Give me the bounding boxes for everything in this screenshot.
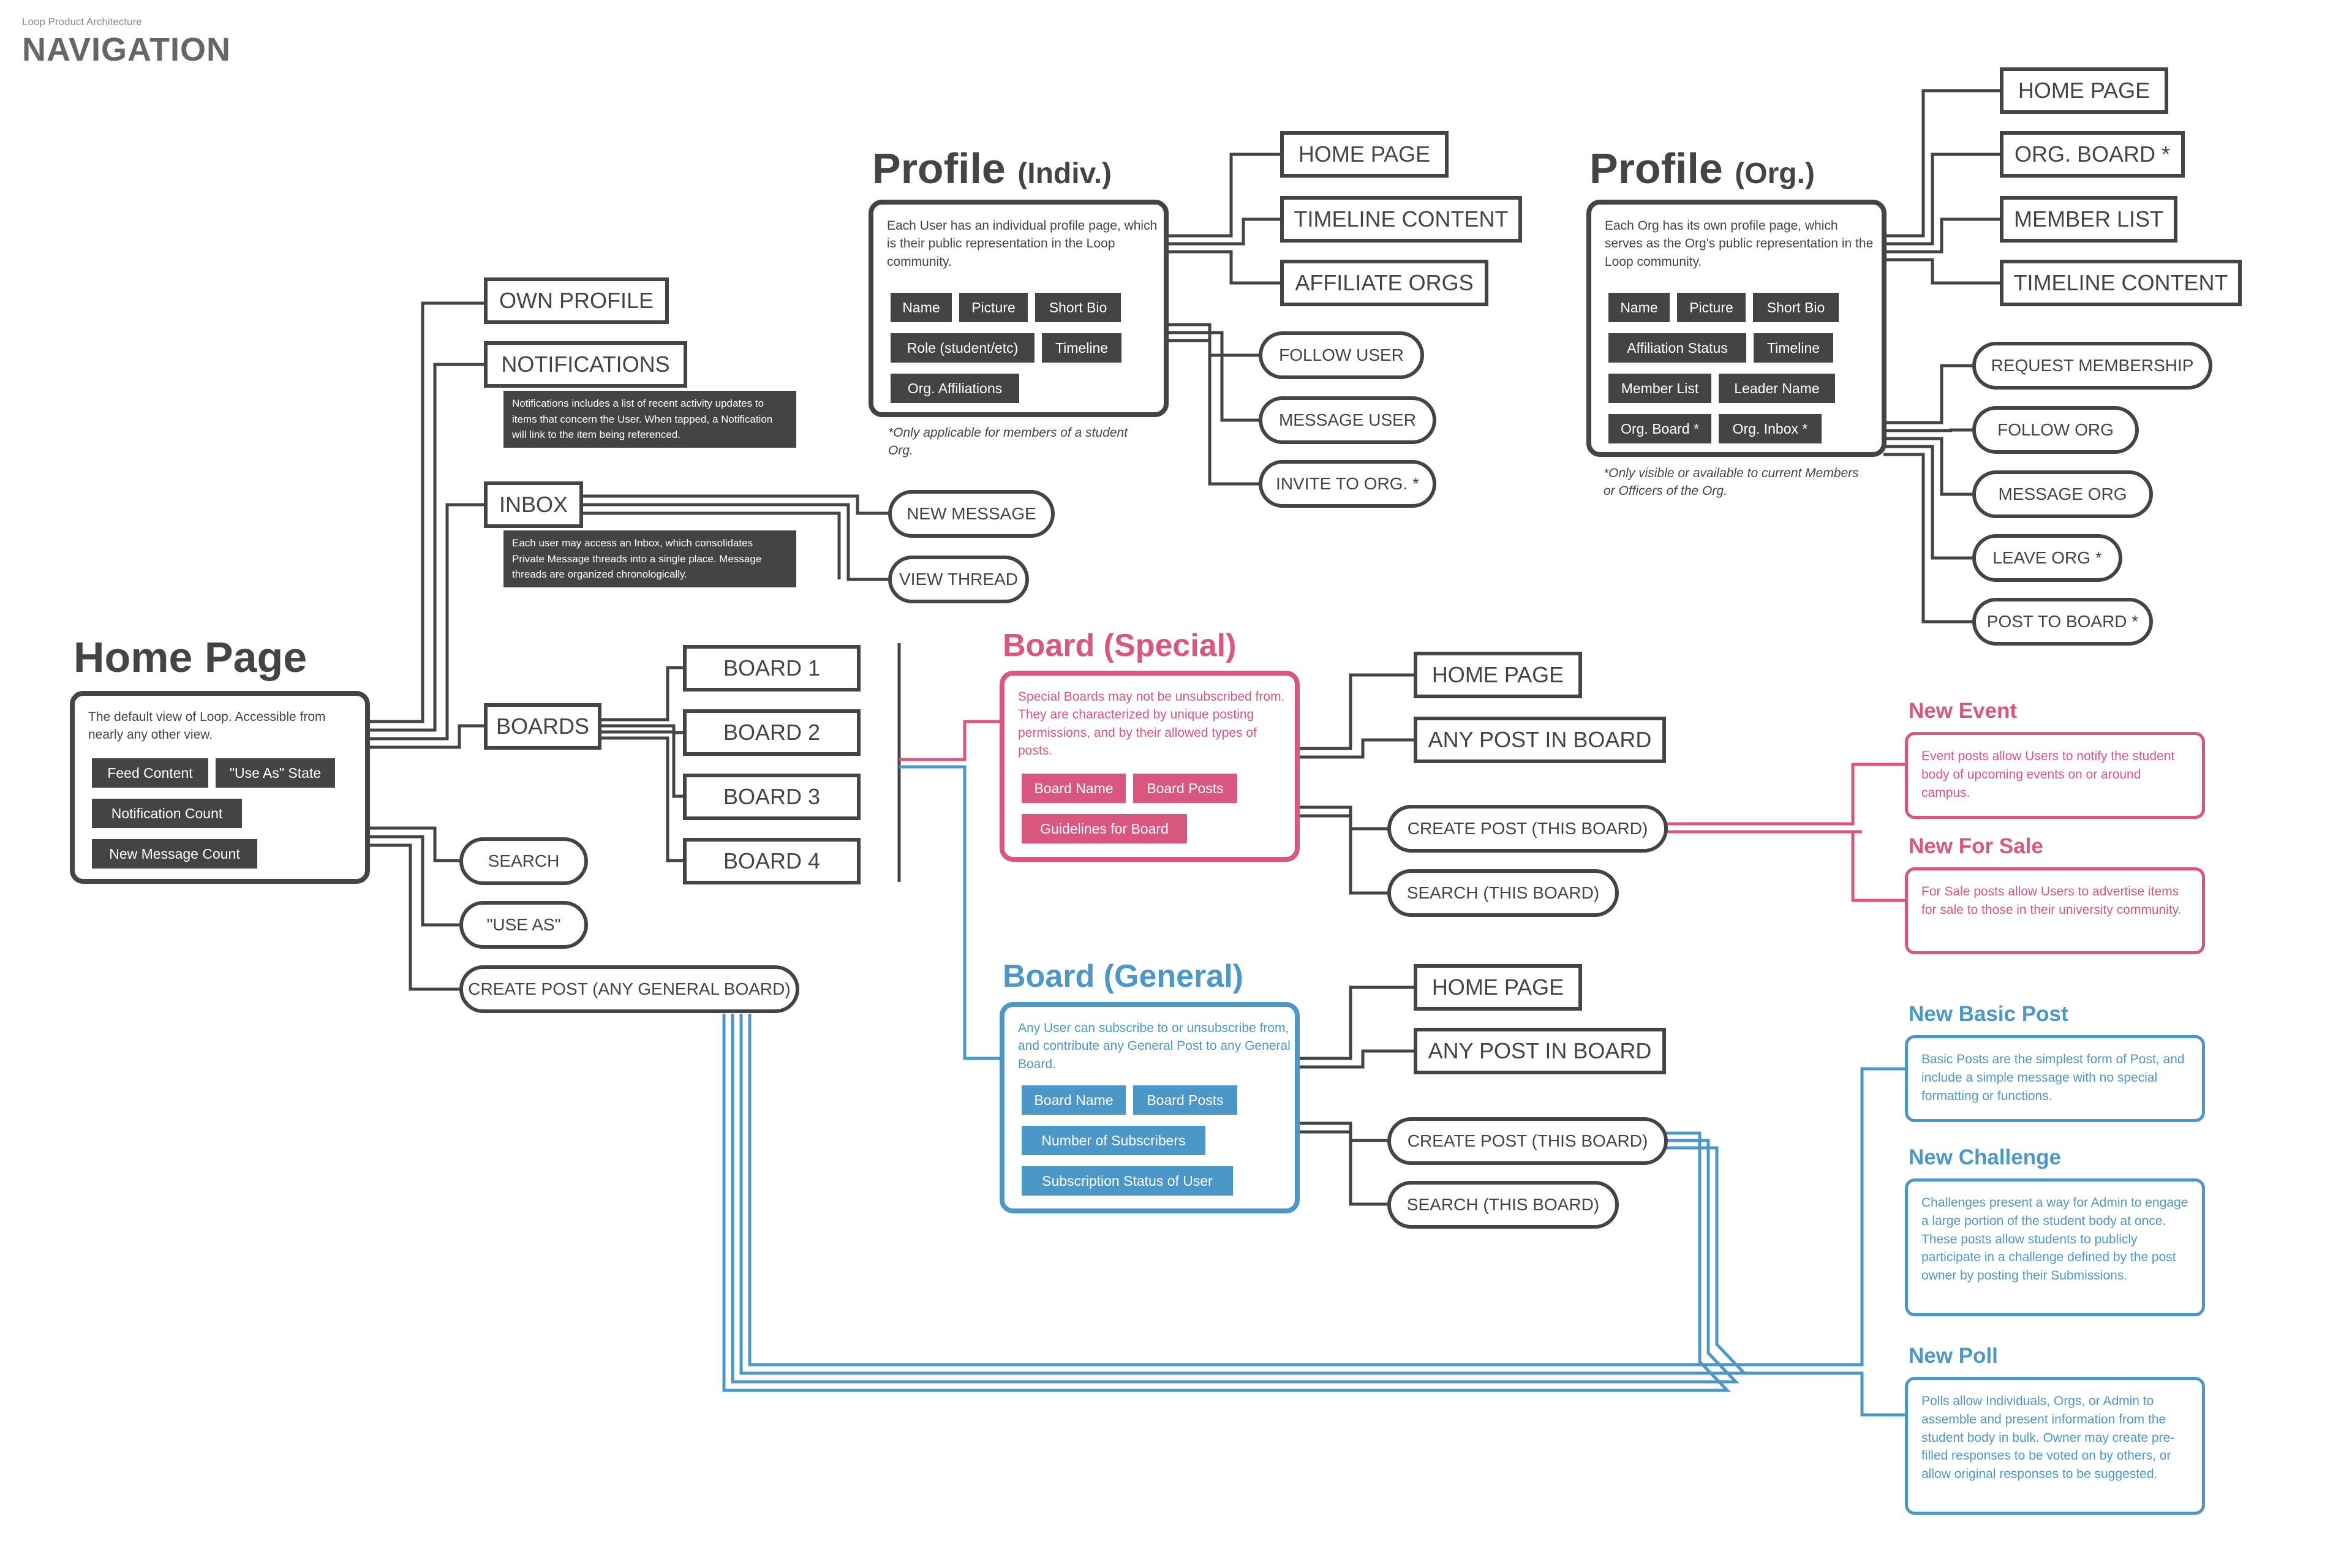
special-search-node[interactable]: SEARCH (THIS BOARD) [1387, 869, 1619, 917]
board-2-node[interactable]: BOARD 2 [683, 709, 861, 756]
attr-name: Name [891, 293, 952, 322]
attr-subscription-status: Subscription Status of User [1022, 1166, 1233, 1196]
board-general-title: Board (General) [1003, 959, 1243, 994]
notifications-node[interactable]: NOTIFICATIONS [484, 341, 687, 388]
attr-short-bio: Short Bio [1035, 293, 1121, 322]
search-node[interactable]: SEARCH [459, 837, 588, 885]
home-page-title: Home Page [74, 633, 307, 681]
attr-member-list: Member List [1608, 374, 1711, 403]
follow-org-node[interactable]: FOLLOW ORG [1972, 406, 2139, 454]
board-special-desc: Special Boards may not be unsubscribed f… [1018, 690, 1285, 758]
new-for-sale-title: New For Sale [1909, 834, 2043, 858]
profile-org-subtitle: (Org.) [1735, 157, 1815, 190]
view-thread-node[interactable]: VIEW THREAD [888, 556, 1029, 603]
new-event-box: Event posts allow Users to notify the st… [1905, 732, 2205, 819]
attr-notification-count: Notification Count [92, 799, 242, 828]
attr-affiliation-status: Affiliation Status [1608, 333, 1746, 363]
attr-short-bio: Short Bio [1753, 293, 1839, 322]
general-search-node[interactable]: SEARCH (THIS BOARD) [1387, 1181, 1619, 1229]
special-create-post-node[interactable]: CREATE POST (THIS BOARD) [1387, 805, 1668, 853]
create-post-general-node[interactable]: CREATE POST (ANY GENERAL BOARD) [459, 965, 799, 1013]
board-3-node[interactable]: BOARD 3 [683, 774, 861, 820]
attr-leader-name: Leader Name [1719, 374, 1835, 403]
general-home-page-node[interactable]: HOME PAGE [1414, 964, 1582, 1011]
attr-guidelines: Guidelines for Board [1022, 814, 1187, 843]
attr-use-as-state: "Use As" State [216, 758, 335, 788]
attr-board-posts: Board Posts [1133, 774, 1237, 803]
use-as-node[interactable]: "USE AS" [459, 901, 588, 949]
attr-timeline: Timeline [1042, 333, 1121, 363]
board-1-node[interactable]: BOARD 1 [683, 645, 861, 692]
board-4-node[interactable]: BOARD 4 [683, 838, 861, 884]
profile-indiv-subtitle: (Indiv.) [1017, 157, 1112, 190]
org-board-node[interactable]: ORG. BOARD * [2000, 131, 2185, 178]
profile-indiv-desc: Each User has an individual profile page… [887, 219, 1158, 269]
org-member-list-node[interactable]: MEMBER LIST [2000, 196, 2177, 243]
new-basic-post-box: Basic Posts are the simplest form of Pos… [1905, 1035, 2205, 1122]
message-user-node[interactable]: MESSAGE USER [1259, 396, 1436, 444]
attr-role: Role (student/etc) [891, 333, 1035, 363]
profile-org-desc: Each Org has its own profile page, which… [1605, 219, 1874, 269]
board-special-card: Special Boards may not be unsubscribed f… [1000, 671, 1300, 862]
attr-feed-content: Feed Content [92, 758, 208, 788]
board-special-title: Board (Special) [1003, 628, 1237, 663]
attr-number-of-subscribers: Number of Subscribers [1022, 1126, 1205, 1155]
attr-org-affiliations: Org. Affiliations [891, 374, 1019, 403]
profile-indiv-title: Profile (Indiv.) [872, 145, 1112, 192]
own-profile-node[interactable]: OWN PROFILE [484, 277, 669, 324]
attr-org-board: Org. Board * [1608, 414, 1711, 443]
home-page-desc: The default view of Loop. Accessible fro… [88, 710, 326, 742]
profile-indiv-footnote: *Only applicable for members of a studen… [888, 426, 1128, 458]
message-org-node[interactable]: MESSAGE ORG [1972, 470, 2153, 518]
general-create-post-node[interactable]: CREATE POST (THIS BOARD) [1387, 1117, 1668, 1165]
profile-org-title: Profile (Org.) [1589, 145, 1815, 192]
new-message-node[interactable]: NEW MESSAGE [888, 490, 1055, 538]
org-timeline-content-node[interactable]: TIMELINE CONTENT [2000, 260, 2242, 306]
indiv-timeline-content-node[interactable]: TIMELINE CONTENT [1280, 196, 1522, 243]
indiv-affiliate-orgs-node[interactable]: AFFILIATE ORGS [1280, 260, 1488, 306]
attr-picture: Picture [959, 293, 1028, 322]
new-basic-post-title: New Basic Post [1909, 1002, 2068, 1026]
new-for-sale-box: For Sale posts allow Users to advertise … [1905, 867, 2205, 954]
profile-org-card: Each Org has its own profile page, which… [1586, 200, 1887, 457]
post-to-board-node[interactable]: POST TO BOARD * [1972, 598, 2153, 646]
attr-org-inbox: Org. Inbox * [1719, 414, 1822, 443]
home-page-card: The default view of Loop. Accessible fro… [70, 691, 370, 884]
attr-timeline: Timeline [1754, 333, 1833, 363]
inbox-note: Each user may access an Inbox, which con… [503, 530, 796, 587]
attr-board-name: Board Name [1022, 1085, 1126, 1115]
attr-board-posts: Board Posts [1133, 1085, 1237, 1115]
new-challenge-box: Challenges present a way for Admin to en… [1905, 1178, 2205, 1316]
profile-org-footnote: *Only visible or available to current Me… [1604, 466, 1859, 499]
new-poll-box: Polls allow Individuals, Orgs, or Admin … [1905, 1377, 2205, 1515]
new-poll-title: New Poll [1909, 1344, 1998, 1368]
page-title: NAVIGATION [22, 31, 231, 68]
board-general-card: Any User can subscribe to or unsubscribe… [1000, 1002, 1300, 1213]
special-home-page-node[interactable]: HOME PAGE [1414, 652, 1582, 698]
invite-to-org-node[interactable]: INVITE TO ORG. * [1259, 460, 1436, 508]
follow-user-node[interactable]: FOLLOW USER [1259, 331, 1424, 379]
attr-new-message-count: New Message Count [92, 839, 257, 869]
new-challenge-title: New Challenge [1909, 1145, 2061, 1169]
boards-node[interactable]: BOARDS [484, 703, 601, 750]
board-general-desc: Any User can subscribe to or unsubscribe… [1018, 1021, 1291, 1071]
notifications-note: Notifications includes a list of recent … [503, 391, 796, 448]
request-membership-node[interactable]: REQUEST MEMBERSHIP [1972, 342, 2212, 390]
attr-picture: Picture [1677, 293, 1746, 322]
leave-org-node[interactable]: LEAVE ORG * [1972, 534, 2122, 582]
pre-title: Loop Product Architecture [22, 16, 142, 28]
attr-name: Name [1608, 293, 1670, 322]
special-any-post-node[interactable]: ANY POST IN BOARD [1414, 717, 1666, 763]
inbox-node[interactable]: INBOX [484, 481, 583, 528]
profile-indiv-card: Each User has an individual profile page… [869, 200, 1169, 417]
new-event-title: New Event [1909, 699, 2017, 723]
indiv-home-page-node[interactable]: HOME PAGE [1280, 131, 1449, 178]
general-any-post-node[interactable]: ANY POST IN BOARD [1414, 1028, 1666, 1074]
attr-board-name: Board Name [1022, 774, 1126, 803]
org-home-page-node[interactable]: HOME PAGE [2000, 67, 2168, 114]
